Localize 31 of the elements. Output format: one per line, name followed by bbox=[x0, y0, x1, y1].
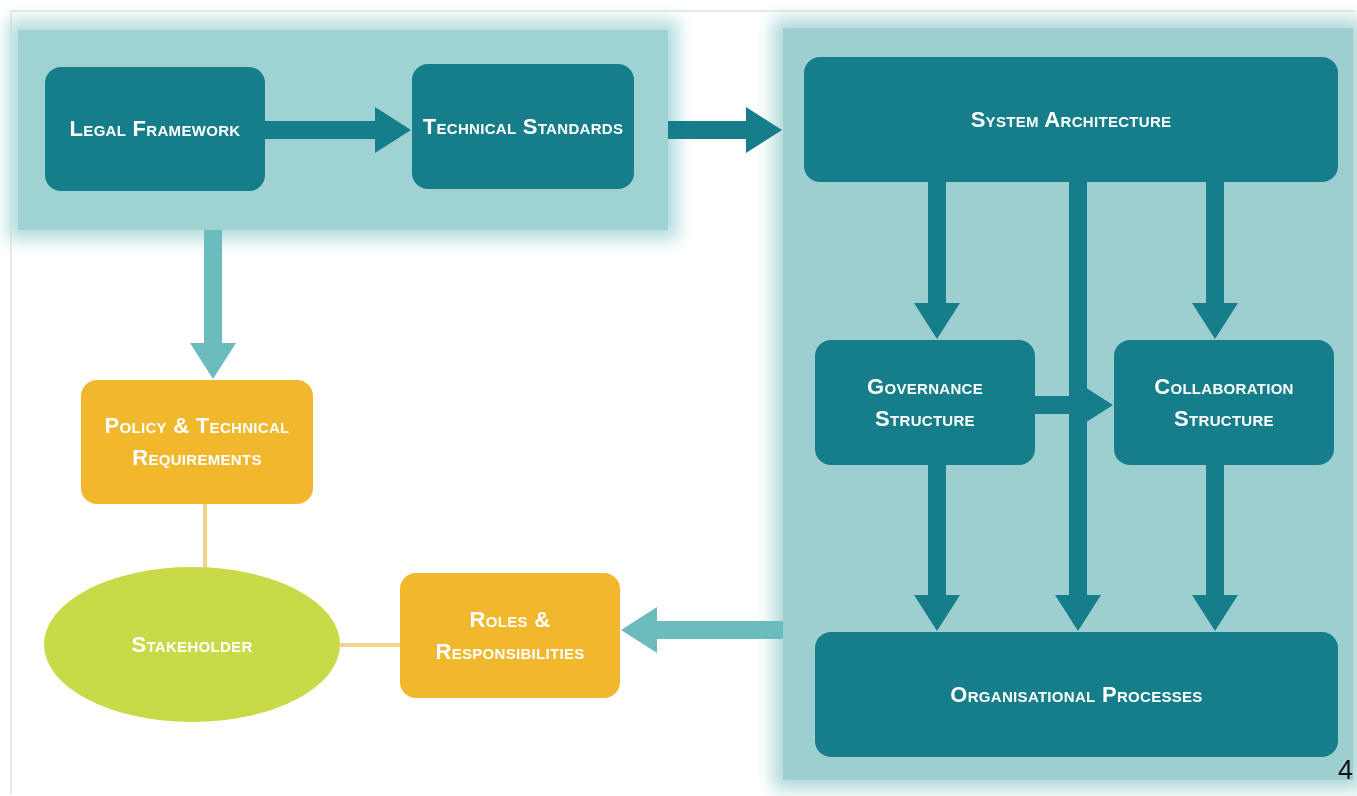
arrow bbox=[621, 607, 783, 653]
box-label: Policy & Technical Requirements bbox=[103, 412, 291, 472]
arrow bbox=[1192, 465, 1238, 631]
process-box bbox=[804, 57, 1338, 182]
process-box bbox=[815, 632, 1338, 757]
box-label: Governance Structure bbox=[866, 372, 984, 433]
arrow bbox=[668, 107, 782, 153]
arrow bbox=[190, 230, 236, 379]
arrow bbox=[265, 107, 411, 153]
page-number: 4 bbox=[1338, 757, 1354, 784]
arrow bbox=[1055, 182, 1101, 631]
box-label: Roles & Responsibilities bbox=[434, 605, 586, 666]
box-label: Stakeholder bbox=[131, 630, 253, 659]
process-box bbox=[45, 67, 265, 191]
process-box bbox=[400, 573, 620, 698]
group-panel bbox=[783, 28, 1353, 780]
process-box bbox=[412, 64, 634, 189]
process-box bbox=[81, 380, 313, 504]
box-label: Legal Framework bbox=[69, 115, 241, 144]
process-box bbox=[1114, 340, 1334, 465]
arrow bbox=[914, 182, 960, 339]
box-label: System Architecture bbox=[970, 105, 1172, 134]
box-label: Technical Standards bbox=[422, 112, 624, 141]
box-label: Organisational Processes bbox=[950, 680, 1203, 709]
arrow bbox=[914, 465, 960, 631]
process-box bbox=[815, 340, 1035, 465]
connector-line bbox=[340, 643, 400, 647]
box-label: Collaboration Structure bbox=[1153, 372, 1295, 433]
arrow bbox=[1192, 182, 1238, 339]
connector-line bbox=[203, 504, 207, 567]
group-panel bbox=[18, 30, 668, 230]
